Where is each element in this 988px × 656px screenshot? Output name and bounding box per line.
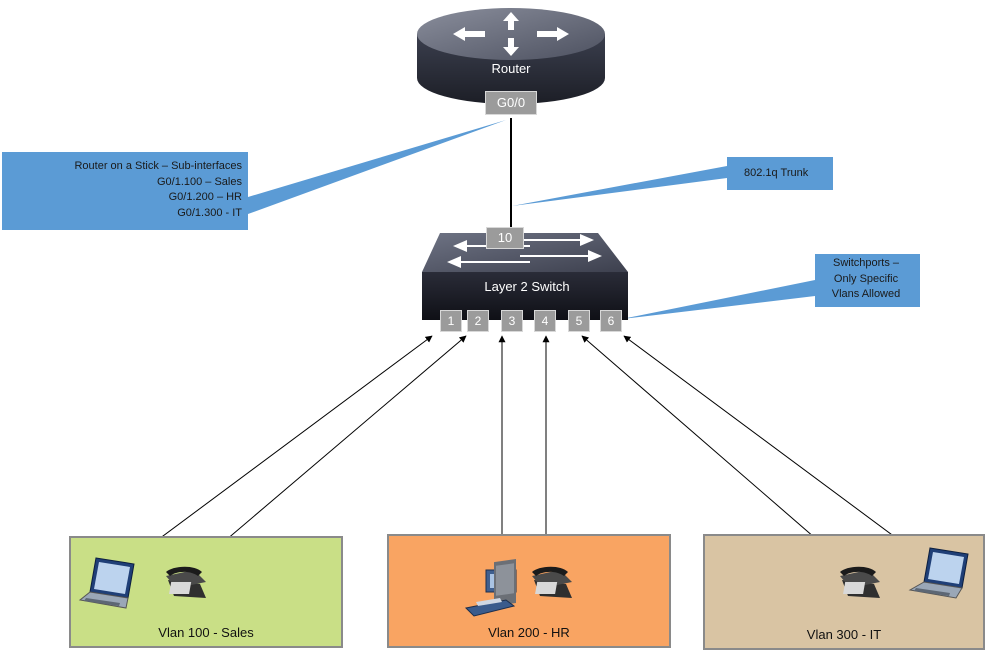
switch-uplink-port-10: 10	[486, 227, 524, 249]
vlan-100-box: Vlan 100 - Sales	[69, 536, 343, 648]
router-label: Router	[491, 61, 531, 76]
switchport-line-2: Only Specific	[833, 272, 899, 285]
link-port1-laptop	[119, 335, 433, 569]
subinterface-callout-text: Router on a Stick – Sub-interfaces G0/1.…	[2, 159, 242, 221]
switch-port-1: 1	[440, 310, 462, 332]
vlan-200-box: Vlan 200 - HR	[387, 534, 671, 648]
subinterface-callout	[2, 120, 506, 230]
switch-port-2: 2	[467, 310, 489, 332]
link-port6-laptop	[623, 335, 935, 567]
subinterface-it: G0/1.300 - IT	[177, 206, 242, 219]
switch-port-4: 4	[534, 310, 556, 332]
vlan-300-box: Vlan 300 - IT	[703, 534, 985, 650]
link-port2-phone	[185, 335, 467, 575]
switchport-callout	[622, 254, 920, 319]
switchport-line-1: Switchports –	[832, 257, 900, 269]
switch-port-3: 3	[501, 310, 523, 332]
vlan-200-label: Vlan 200 - HR	[488, 625, 570, 640]
trunk-callout-text: 802.1q Trunk	[744, 167, 809, 179]
switchport-line-3: Vlans Allowed	[831, 288, 901, 300]
subinterface-sales: G0/1.100 – Sales	[156, 175, 242, 188]
subinterface-title: Router on a Stick – Sub-interfaces	[74, 160, 242, 172]
router-icon	[417, 8, 605, 104]
switchport-callout-text: Switchports – Only Specific Vlans Allowe…	[826, 256, 906, 303]
switch-port-6: 6	[600, 310, 622, 332]
vlan-100-label: Vlan 100 - Sales	[158, 625, 254, 640]
switch-label: Layer 2 Switch	[484, 279, 570, 294]
trunk-callout	[512, 157, 833, 206]
vlan-300-label: Vlan 300 - IT	[806, 627, 882, 642]
subinterface-hr: G0/1.200 – HR	[168, 191, 242, 203]
switch-icon	[422, 233, 628, 320]
switch-port-5: 5	[568, 310, 590, 332]
router-interface-g0-0: G0/0	[485, 91, 537, 115]
